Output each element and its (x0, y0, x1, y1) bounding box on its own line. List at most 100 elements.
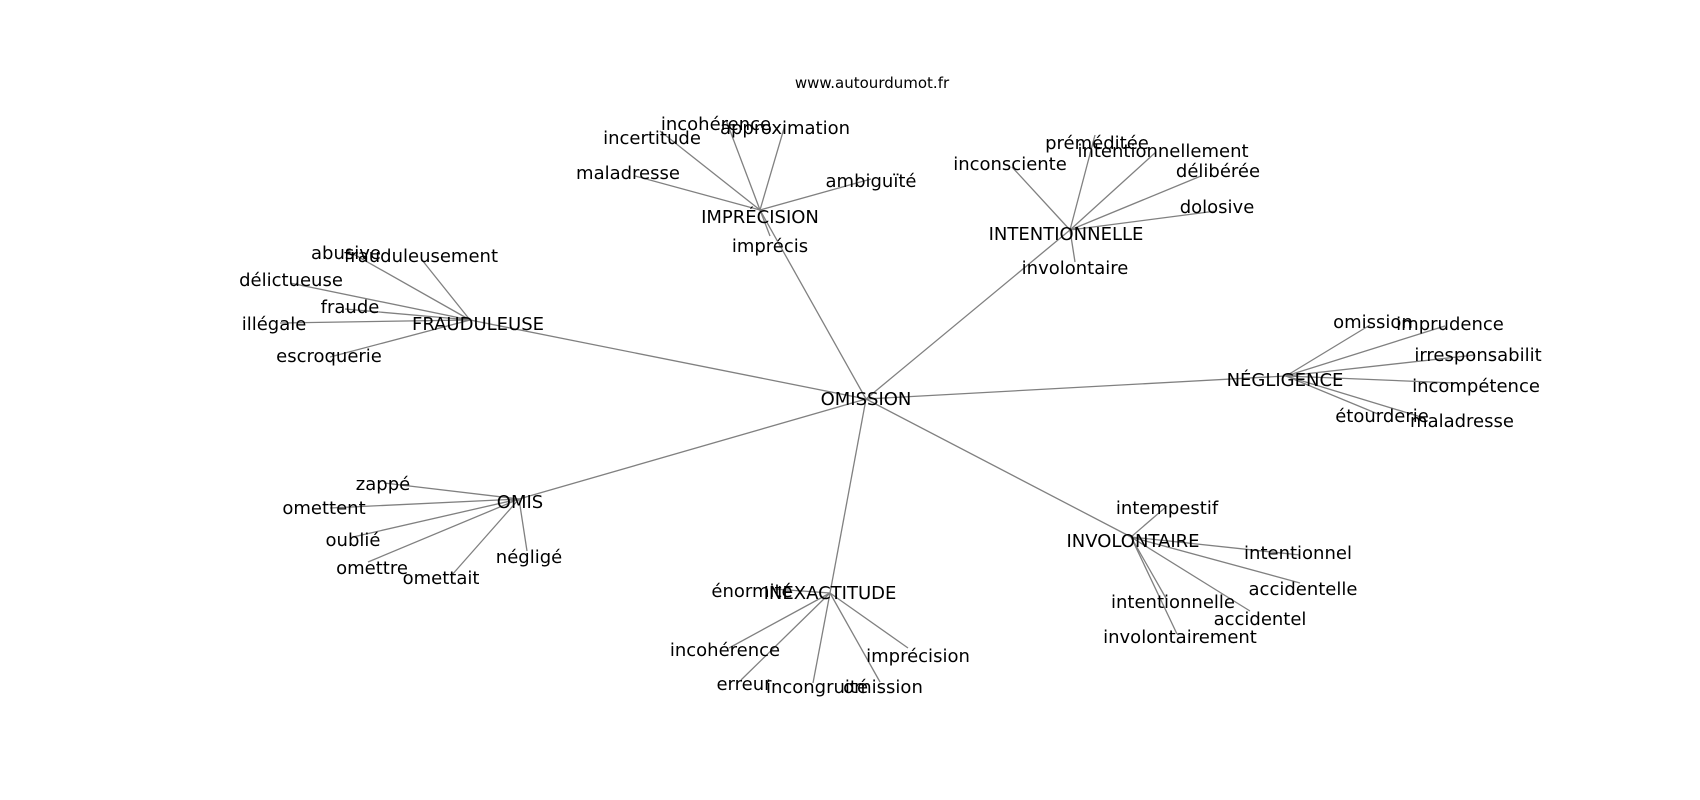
word-node-negligence-irresponsabilit[interactable]: irresponsabilit (1414, 345, 1541, 366)
edge-frauduleuse-fraude (344, 308, 471, 321)
word-node-frauduleuse-illegale[interactable]: illégale (242, 314, 307, 335)
word-node-involontaire-involontairement[interactable]: involontairement (1103, 627, 1257, 648)
edge-imprecision-incertitude (659, 130, 761, 211)
edge-omis-oublie (352, 498, 520, 538)
word-node-involontaire-intempestif[interactable]: intempestif (1116, 498, 1219, 519)
edge-negligence-irresponsabilit (1285, 354, 1476, 377)
edge-imprecision-approximation (759, 124, 786, 211)
site-title[interactable]: www.autourdumot.fr (795, 74, 950, 92)
word-node-intentionnelle-deliberee[interactable]: délibérée (1176, 161, 1260, 182)
edge-inexactitude-erreur (740, 592, 831, 681)
group-node-negligence[interactable]: NÉGLIGENCE (1227, 369, 1344, 391)
word-node-negligence-omission[interactable]: omission (1333, 312, 1413, 333)
word-node-intentionnelle-dolosive[interactable]: dolosive (1180, 197, 1255, 218)
edge-intentionnelle-dolosive (1069, 210, 1217, 231)
word-node-inexactitude-omission[interactable]: omission (843, 677, 923, 698)
edge-inexactitude-omission (829, 592, 881, 683)
word-node-frauduleuse-fraude[interactable]: fraude (321, 297, 380, 318)
word-node-frauduleuse-delictueuse[interactable]: délictueuse (239, 270, 343, 291)
edge-imprecision-ambiguite (759, 178, 872, 211)
word-node-intentionnelle-premeditee[interactable]: préméditée (1045, 133, 1149, 154)
word-node-omis-omettent[interactable]: omettent (282, 498, 365, 519)
edge-involontaire-accidentel (1130, 536, 1251, 612)
edge-omission-intentionnelle (865, 229, 1071, 400)
word-node-imprecision-maladresse[interactable]: maladresse (576, 163, 680, 184)
word-node-inexactitude-incongruite[interactable]: incongruité (766, 677, 868, 698)
word-node-inexactitude-erreur[interactable]: erreur (716, 674, 772, 695)
edge-involontaire-involontairement (1130, 536, 1178, 635)
word-node-frauduleuse-frauduleusement[interactable]: frauduleusement (344, 246, 498, 267)
edge-inexactitude-incongruite (812, 592, 831, 684)
word-node-intentionnelle-intentionnellement[interactable]: intentionnellement (1077, 141, 1248, 162)
word-node-intentionnelle-involontaire[interactable]: involontaire (1022, 258, 1129, 279)
edge-intentionnelle-intentionnellement (1069, 151, 1157, 231)
edge-imprecision-incoherence (725, 119, 761, 211)
edge-frauduleuse-illegale (279, 319, 471, 324)
word-node-inexactitude-incoherence[interactable]: incohérence (670, 640, 780, 661)
word-node-negligence-imprudence[interactable]: imprudence (1396, 314, 1504, 335)
edge-omis-neglige (518, 498, 528, 552)
graph-labels: www.autourdumot.fr OMISSION IMPRÉCISION in… (239, 74, 1542, 698)
word-node-frauduleuse-escroquerie[interactable]: escroquerie (276, 346, 382, 367)
group-node-omis[interactable]: OMIS (497, 492, 543, 513)
word-node-omis-neglige[interactable]: négligé (496, 547, 562, 568)
edge-negligence-imprudence (1285, 325, 1446, 377)
edge-omission-omis (518, 398, 867, 500)
group-node-imprecision[interactable]: IMPRÉCISION (701, 206, 819, 228)
edge-inexactitude-enormite (773, 588, 831, 594)
group-node-intentionnelle[interactable]: INTENTIONNELLE (989, 224, 1144, 245)
word-node-negligence-incompetence[interactable]: incompétence (1412, 376, 1540, 397)
edge-frauduleuse-delictueuse (289, 282, 471, 321)
group-node-frauduleuse[interactable]: FRAUDULEUSE (412, 314, 544, 335)
edge-omis-omettre (367, 498, 520, 563)
edge-intentionnelle-premeditee (1069, 134, 1096, 231)
word-node-frauduleuse-abusive[interactable]: abusive (311, 243, 381, 264)
word-node-imprecision-incoherence[interactable]: incohérence (661, 114, 771, 135)
edge-omission-involontaire (865, 398, 1132, 538)
edge-inexactitude-incoherence (728, 592, 831, 649)
word-node-involontaire-accidentel[interactable]: accidentel (1214, 609, 1307, 630)
word-node-negligence-etourderie[interactable]: étourderie (1335, 406, 1429, 427)
edge-omis-omettait (450, 498, 520, 577)
word-node-imprecision-approximation[interactable]: approximation (720, 118, 850, 139)
word-node-omis-oublie[interactable]: oublié (326, 530, 381, 551)
word-node-inexactitude-enormite[interactable]: énormité (711, 581, 792, 602)
word-node-intentionnelle-inconsciente[interactable]: inconsciente (953, 154, 1067, 175)
group-node-involontaire[interactable]: INVOLONTAIRE (1066, 531, 1199, 552)
edge-frauduleuse-abusive (347, 250, 471, 321)
edge-omission-frauduleuse (469, 319, 867, 400)
word-node-involontaire-intentionnelle[interactable]: intentionnelle (1111, 592, 1235, 613)
edge-imprecision-imprecis (759, 209, 771, 237)
edge-negligence-incompetence (1285, 375, 1456, 384)
word-node-omis-omettait[interactable]: omettait (403, 568, 480, 589)
edge-negligence-omission (1285, 324, 1371, 377)
word-node-omis-omettre[interactable]: omettre (336, 558, 408, 579)
center-node-omission[interactable]: OMISSION (821, 389, 912, 410)
word-node-negligence-maladresse[interactable]: maladresse (1410, 411, 1514, 432)
edge-inexactitude-imprecision (829, 592, 909, 649)
edge-imprecision-maladresse (634, 175, 761, 211)
edge-frauduleuse-escroquerie (329, 319, 471, 358)
edge-intentionnelle-involontaire (1069, 229, 1076, 263)
word-node-imprecision-ambiguite[interactable]: ambiguïté (826, 171, 917, 192)
edge-involontaire-intentionnelle (1130, 536, 1168, 601)
edge-omis-omettent (329, 498, 520, 509)
group-node-inexactitude[interactable]: INEXACTITUDE (764, 583, 897, 604)
word-node-inexactitude-imprecision[interactable]: imprécision (866, 646, 970, 667)
edge-involontaire-intentionnel (1130, 536, 1301, 556)
word-node-imprecision-incertitude[interactable]: incertitude (603, 128, 701, 149)
word-node-involontaire-accidentelle[interactable]: accidentelle (1249, 579, 1358, 600)
word-node-involontaire-intentionnel[interactable]: intentionnel (1244, 543, 1352, 564)
edge-omis-zappe (383, 482, 520, 500)
word-node-omis-zappe[interactable]: zappé (356, 474, 410, 495)
edge-intentionnelle-inconsciente (1011, 166, 1071, 231)
edge-frauduleuse-frauduleusement (421, 259, 471, 321)
word-node-imprecision-imprecis[interactable]: imprécis (732, 236, 808, 257)
edge-negligence-maladresse (1285, 375, 1422, 418)
edge-omission-negligence (865, 375, 1287, 400)
graph-edges (279, 119, 1476, 684)
edge-involontaire-accidentelle (1130, 536, 1301, 584)
edge-intentionnelle-deliberee (1069, 175, 1202, 231)
edge-involontaire-intempestif (1130, 505, 1168, 538)
